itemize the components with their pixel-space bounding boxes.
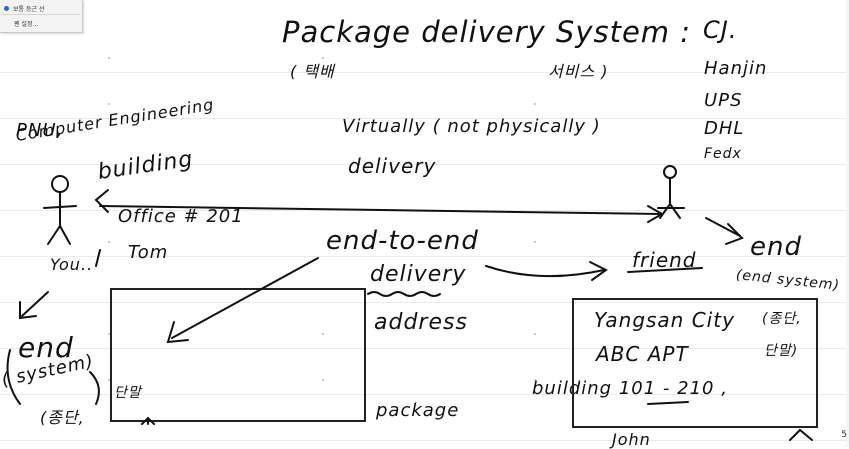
label-abc-apt: ABC APT xyxy=(596,342,689,366)
label-korean-end-left: (종단, xyxy=(40,408,85,427)
arrow-you-down-line xyxy=(21,291,49,317)
ruled-line xyxy=(0,440,849,441)
arrow-right-end-line xyxy=(705,217,741,237)
title-korean: ( 택배 xyxy=(290,62,335,81)
grid-dot xyxy=(322,57,324,59)
ruled-line xyxy=(0,164,849,165)
label-virtually: Virtually ( not physically ) xyxy=(342,116,601,137)
package-box-left xyxy=(110,288,366,422)
company-cj: CJ. xyxy=(703,16,738,44)
ruled-line xyxy=(0,302,849,303)
menu-separator xyxy=(2,14,80,15)
number-underline xyxy=(647,401,689,405)
left-bracket-stroke xyxy=(94,189,109,213)
arrowhead-right-end-icon xyxy=(725,223,744,245)
person-right-icon xyxy=(657,165,685,219)
grid-dot xyxy=(534,103,536,105)
label-korean-small: 단말 xyxy=(114,385,142,401)
label-building-number: building 101 - 210 , xyxy=(532,378,728,399)
menu-item-pen-settings[interactable]: 펜 설정... xyxy=(0,17,82,29)
label-delivery-2: delivery xyxy=(370,262,467,287)
vertical-scrollbar[interactable] xyxy=(846,0,849,447)
grid-dot xyxy=(108,333,110,335)
grid-dot xyxy=(322,379,324,381)
label-delivery-1: delivery xyxy=(348,154,437,178)
ruled-line xyxy=(0,256,849,257)
ruled-line xyxy=(0,72,849,73)
corner-stroke xyxy=(789,428,813,441)
grid-dot xyxy=(534,333,536,335)
label-office: Office # 201 xyxy=(118,206,244,227)
menu-item-round-line[interactable]: 보통 등근 선 xyxy=(0,2,82,14)
label-address: address xyxy=(374,310,468,335)
label-end-to-end: end-to-end xyxy=(326,226,479,256)
you-tick-stroke xyxy=(95,249,101,267)
long-arrow-line xyxy=(99,205,661,215)
label-korean-right-1: (종단, xyxy=(762,311,802,327)
ruled-line xyxy=(0,394,849,395)
label-yangsan: Yangsan City xyxy=(594,308,735,332)
system-bracket-stroke xyxy=(6,349,21,405)
page-number: 5 xyxy=(841,430,847,440)
ruled-line xyxy=(0,118,849,119)
person-left-icon xyxy=(43,175,77,245)
label-tom: Tom xyxy=(128,242,169,263)
grid-dot xyxy=(108,241,110,243)
title-service: 서비스 ) xyxy=(548,62,609,81)
arrowhead-friend-icon xyxy=(589,261,608,281)
grid-dot xyxy=(108,103,110,105)
arrowhead-you-icon xyxy=(19,301,37,320)
menu-item-round-line-label: 보통 등근 선 xyxy=(13,5,45,13)
label-package: package xyxy=(376,400,460,421)
grid-dot xyxy=(108,379,110,381)
menu-item-pen-settings-label: 펜 설정... xyxy=(14,20,39,28)
arrowhead-right-icon xyxy=(647,205,665,223)
package-box-right xyxy=(572,298,818,428)
grid-dot xyxy=(108,57,110,59)
selected-dot-icon xyxy=(4,5,9,11)
label-end-left: end xyxy=(18,331,74,364)
pen-context-menu: 보통 등근 선 펜 설정... xyxy=(0,0,83,33)
label-john: John xyxy=(612,430,651,449)
company-hanjin: Hanjin xyxy=(704,58,768,79)
label-korean-right-2: 단말) xyxy=(764,343,799,359)
company-dhl: DHL xyxy=(704,118,745,139)
label-you: You.. xyxy=(50,255,94,274)
grid-dot xyxy=(534,379,536,381)
squiggle-underline xyxy=(367,291,441,297)
label-pnu: PNU, xyxy=(16,120,64,141)
page-title: Package delivery System : xyxy=(282,15,692,49)
company-ups: UPS xyxy=(704,90,743,111)
label-end-right: end xyxy=(750,232,802,262)
system-bracket-right-stroke xyxy=(89,371,100,405)
arrow-to-box-line xyxy=(171,257,319,339)
label-friend: friend xyxy=(632,248,697,272)
ruled-line xyxy=(0,348,849,349)
grid-dot xyxy=(322,333,324,335)
friend-underline xyxy=(627,267,703,273)
company-fedx: Fedx xyxy=(704,146,742,162)
arrow-to-friend-line xyxy=(485,265,605,278)
arrowhead-down-left-icon xyxy=(166,321,189,344)
small-up-arrow-icon xyxy=(141,416,155,425)
grid-dot xyxy=(534,241,536,243)
